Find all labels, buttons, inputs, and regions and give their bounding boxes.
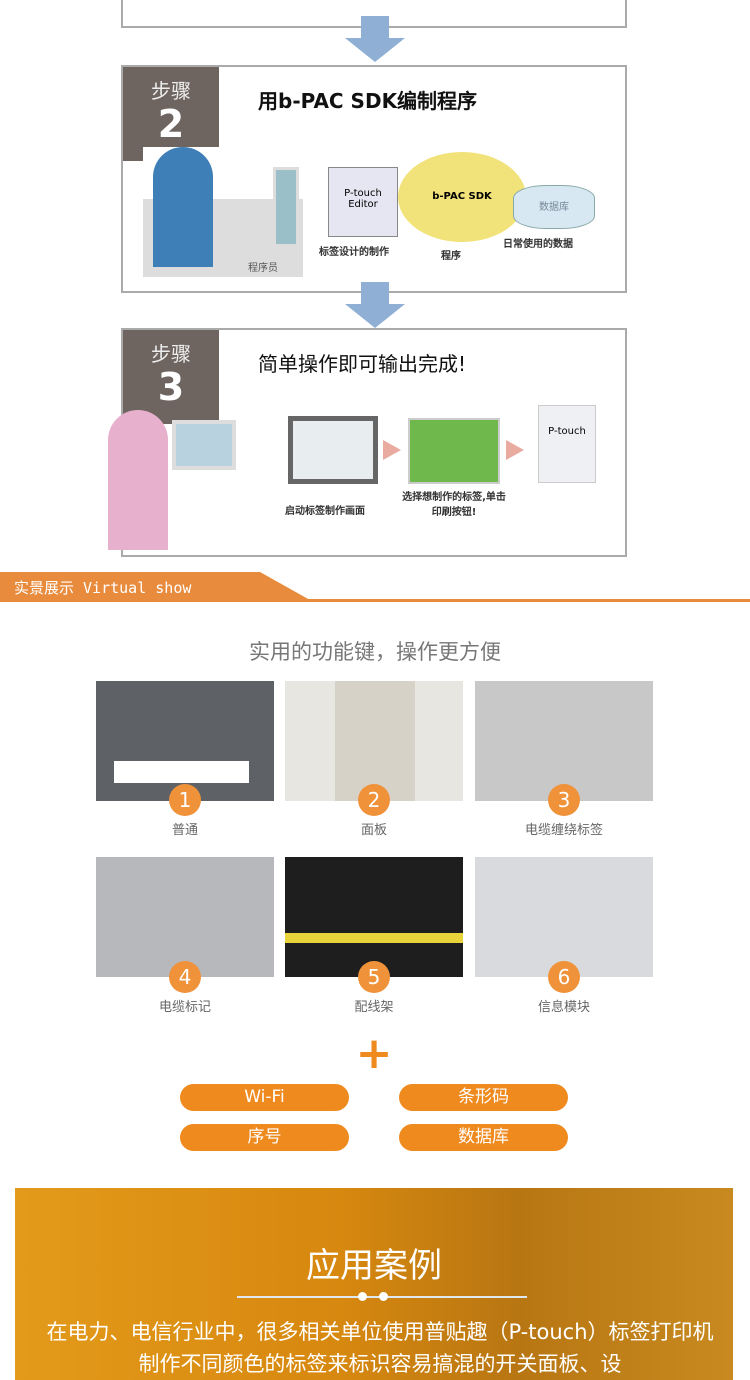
step-label: 步骤 xyxy=(151,342,191,366)
feature-number: 1 xyxy=(169,784,201,816)
printer-icon: P-touch xyxy=(538,405,596,483)
db-caption: 日常使用的数据 xyxy=(503,239,573,250)
feature-number: 5 xyxy=(358,961,390,993)
step-number: 2 xyxy=(157,102,185,146)
features-subtitle: 实用的功能键，操作更方便 xyxy=(249,640,501,664)
editor-caption: 标签设计的制作 xyxy=(319,247,389,258)
programmer-caption: 程序员 xyxy=(248,263,278,274)
feature-image-patch-panel xyxy=(285,857,463,977)
feature-number: 6 xyxy=(548,961,580,993)
divider-dot xyxy=(379,1292,388,1301)
feature-image-normal xyxy=(96,681,274,801)
software-screen xyxy=(408,418,500,484)
feature-label: 普通 xyxy=(171,823,198,838)
section-header: 实景展示 Virtual show xyxy=(0,572,750,602)
feature-image-cable-marker xyxy=(96,857,274,977)
pill-barcode: 条形码 xyxy=(399,1084,568,1111)
divider-dot xyxy=(358,1292,367,1301)
feature-image-panel xyxy=(285,681,463,801)
pill-serial: 序号 xyxy=(180,1124,349,1151)
feature-label: 面板 xyxy=(360,823,387,838)
database-icon: 数据库 xyxy=(513,185,595,229)
step-title: 简单操作即可输出完成! xyxy=(258,352,467,376)
touchscreen-icon xyxy=(288,416,378,484)
pill-wifi: Wi-Fi xyxy=(180,1084,349,1111)
plus-icon: + xyxy=(355,1028,393,1079)
step-number: 3 xyxy=(157,365,185,409)
editor-box: P-touch Editor xyxy=(328,167,398,237)
feature-image-module xyxy=(475,857,653,977)
case-banner: 应用案例 在电力、电信行业中，很多相关单位使用普贴趣（P-touch）标签打印机… xyxy=(15,1188,733,1380)
feature-number: 2 xyxy=(358,784,390,816)
arrow-down-icon xyxy=(345,16,405,62)
feature-label: 配线架 xyxy=(354,1000,394,1015)
feature-label: 信息模块 xyxy=(537,1000,590,1015)
select-caption: 选择想制作的标签,单击印刷按钮! xyxy=(402,492,506,518)
step-title: 用b-PAC SDK编制程序 xyxy=(258,89,478,113)
sdk-ellipse: b-PAC SDK xyxy=(398,152,526,242)
arrow-right-icon xyxy=(506,440,524,460)
arrow-down-icon xyxy=(345,282,405,328)
feature-number: 3 xyxy=(548,784,580,816)
pill-database: 数据库 xyxy=(399,1124,568,1151)
case-title: 应用案例 xyxy=(306,1246,442,1286)
feature-label: 电缆缠绕标签 xyxy=(524,823,603,838)
feature-image-cable-wrap xyxy=(475,681,653,801)
feature-number: 4 xyxy=(169,961,201,993)
sdk-caption: 程序 xyxy=(441,251,461,262)
programmer-illustration: 程序员 xyxy=(143,147,303,277)
arrow-right-icon xyxy=(383,440,401,460)
step-label: 步骤 xyxy=(151,79,191,103)
user-illustration xyxy=(108,410,278,550)
section-title: 实景展示 Virtual show xyxy=(14,579,192,597)
screen-caption: 启动标签制作画面 xyxy=(285,506,365,517)
case-text: 在电力、电信行业中，很多相关单位使用普贴趣（P-touch）标签打印机制作不同颜… xyxy=(46,1320,714,1376)
feature-label: 电缆标记 xyxy=(158,1000,211,1015)
